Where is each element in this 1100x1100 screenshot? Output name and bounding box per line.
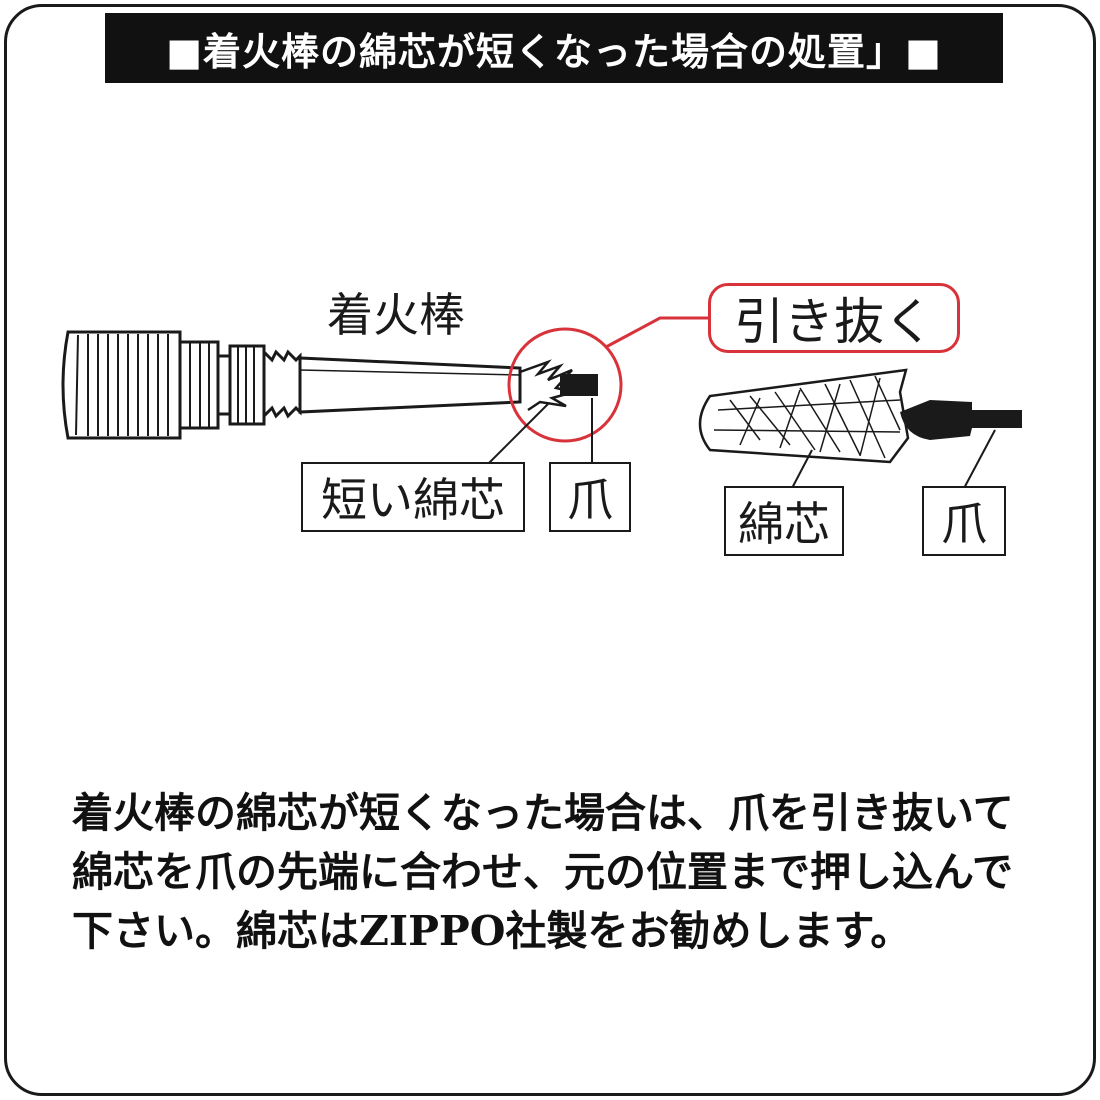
extracted-wick [698,368,910,464]
rod-label: 着火棒 [327,288,465,342]
leader-short-wick [483,403,549,469]
action-label: 引き抜く [708,283,960,353]
page-frame [4,4,1096,1096]
instructions-line-3: 下さい。綿芯はZIPPO社製をお勧めします。 [72,907,912,955]
igniter-cap [61,330,302,440]
leader-wick [789,449,813,493]
callout-connector [605,316,712,349]
claw-label-left: 爪 [549,462,631,532]
claw-label-right: 爪 [922,486,1006,556]
instructions-line-2: 綿芯を爪の先端に合わせ、元の位置まで押し込んで [72,848,1013,896]
highlight-circle [507,327,623,443]
instructions-line-1: 着火棒の綿芯が短くなった場合は、爪を引き抜いて [72,789,1014,837]
page-title: ■着火棒の綿芯が短くなった場合の処置」■ [105,13,1003,83]
wick-label: 綿芯 [724,486,844,556]
igniter-rod [298,356,522,414]
short-wick-label: 短い綿芯 [301,462,525,532]
claw-tip-left [560,374,598,396]
claw-tip-right [900,400,1022,440]
leader-claw-right [961,429,996,493]
instructions-text: 着火棒の綿芯が短くなった場合は、爪を引き抜いて 綿芯を爪の先端に合わせ、元の位置… [72,784,1052,961]
